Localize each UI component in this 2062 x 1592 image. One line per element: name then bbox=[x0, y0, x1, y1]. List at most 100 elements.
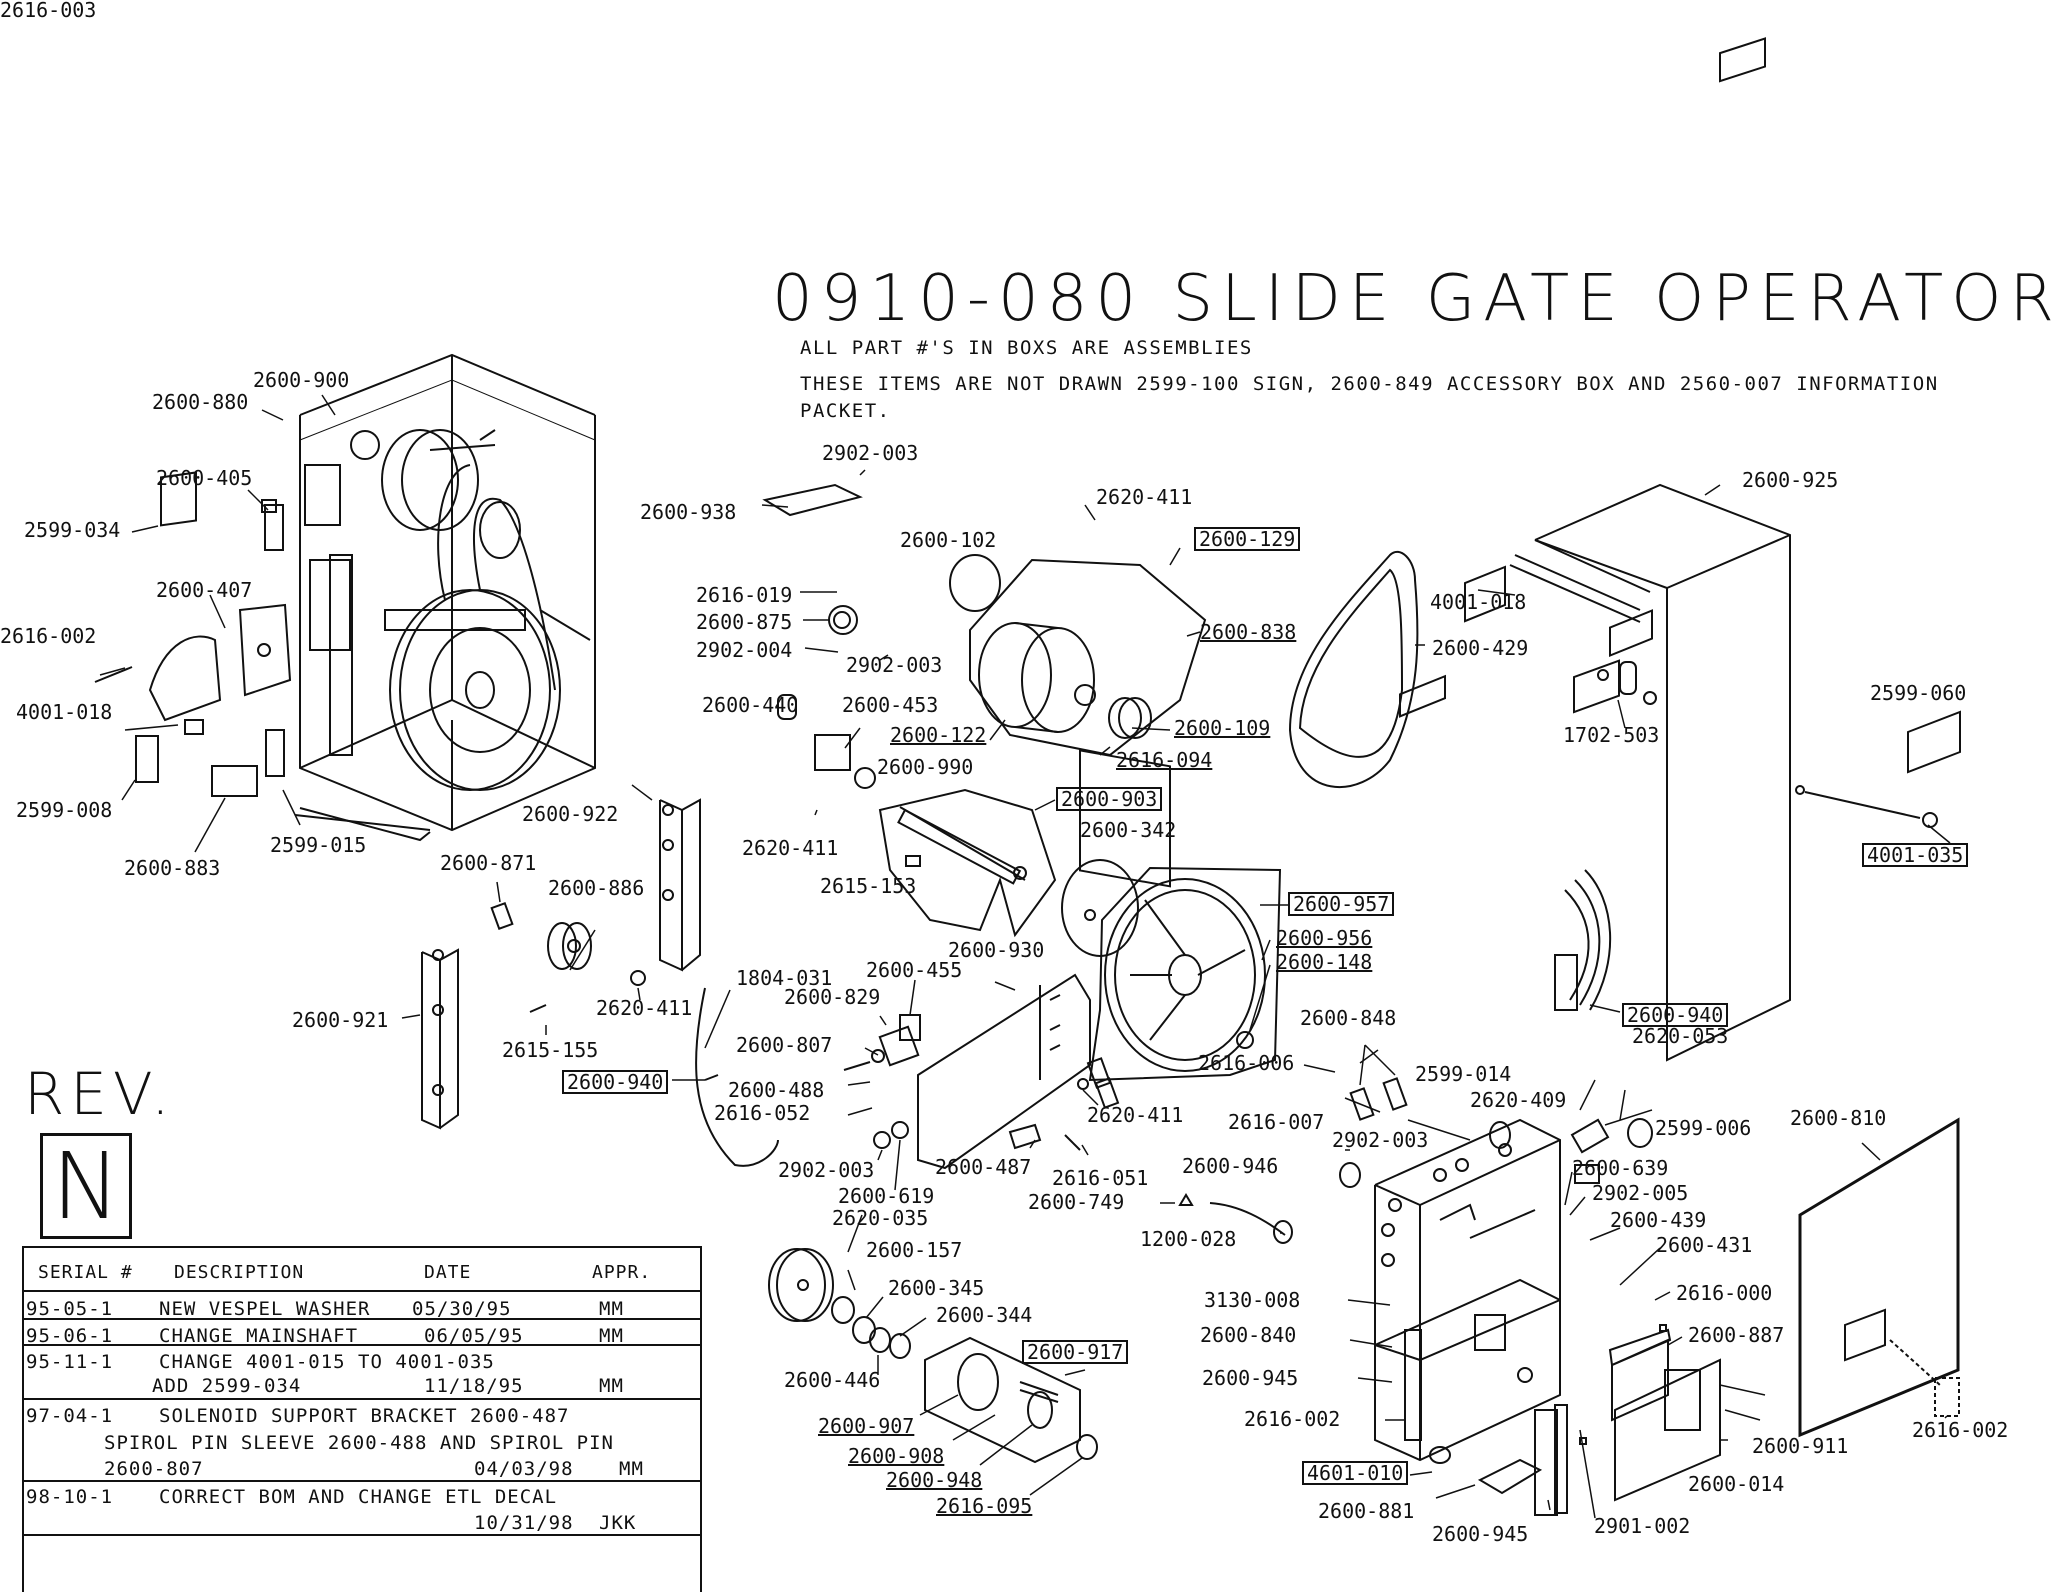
part-label: 2600-917 bbox=[1022, 1340, 1129, 1364]
part-label: 2599-060 bbox=[1870, 681, 1967, 705]
part-label: 2616-002 bbox=[0, 624, 97, 648]
part-label: 2902-003 bbox=[846, 653, 943, 677]
part-label: 2600-109 bbox=[1174, 716, 1271, 740]
part-label: 2600-881 bbox=[1318, 1499, 1415, 1523]
part-label: 2600-405 bbox=[156, 466, 253, 490]
part-label: 2600-875 bbox=[696, 610, 793, 634]
part-label: 2600-429 bbox=[1432, 636, 1529, 660]
part-label: 2620-411 bbox=[742, 836, 839, 860]
part-label: 2600-840 bbox=[1200, 1323, 1297, 1347]
note-not-drawn: THESE ITEMS ARE NOT DRAWN 2599-100 SIGN,… bbox=[800, 373, 1939, 395]
part-label: 4001-035 bbox=[1862, 843, 1969, 867]
part-label: 2599-014 bbox=[1415, 1062, 1512, 1086]
revision-cell-appr: MM bbox=[599, 1375, 624, 1397]
table-rule bbox=[24, 1480, 700, 1482]
table-rule bbox=[24, 1398, 700, 1400]
part-label: 2600-431 bbox=[1656, 1233, 1753, 1257]
part-label: 2616-002 bbox=[1244, 1407, 1341, 1431]
part-label: 4001-018 bbox=[1430, 590, 1527, 614]
revision-cell-description: CHANGE 4001-015 TO 4001-035 bbox=[159, 1351, 495, 1373]
part-label: 2901-002 bbox=[1594, 1514, 1691, 1538]
part-label: 2599-008 bbox=[16, 798, 113, 822]
part-label: 2616-051 bbox=[1052, 1166, 1149, 1190]
part-label: 2600-930 bbox=[948, 938, 1045, 962]
revision-cell-date: 05/30/95 bbox=[412, 1298, 512, 1320]
part-label: 2600-639 bbox=[1572, 1156, 1669, 1180]
part-label: 2600-957 bbox=[1288, 892, 1395, 916]
part-label: 2620-053 bbox=[1632, 1024, 1729, 1048]
part-label: 2600-907 bbox=[818, 1414, 915, 1438]
part-label: 2600-122 bbox=[890, 723, 987, 747]
part-label: 2600-871 bbox=[440, 851, 537, 875]
part-label: 1200-028 bbox=[1140, 1227, 1237, 1251]
part-label: 2600-487 bbox=[935, 1155, 1032, 1179]
part-label: 2600-407 bbox=[156, 578, 253, 602]
header-description: DESCRIPTION bbox=[174, 1262, 305, 1283]
left-small-parts bbox=[95, 472, 290, 796]
part-label: 2600-921 bbox=[292, 1008, 389, 1032]
part-label: 2600-940 bbox=[1622, 1003, 1729, 1027]
revision-cell-description: NEW VESPEL WASHER bbox=[159, 1298, 371, 1320]
part-label: 2600-903 bbox=[1056, 787, 1163, 811]
table-rule bbox=[24, 1318, 700, 1320]
revision-cell-description: SOLENOID SUPPORT BRACKET 2600-487 bbox=[159, 1405, 570, 1427]
revision-letter-box: N bbox=[40, 1133, 132, 1240]
part-label: 2600-880 bbox=[152, 390, 249, 414]
part-label: 2600-922 bbox=[522, 802, 619, 826]
part-label: 2600-911 bbox=[1752, 1434, 1849, 1458]
revision-cell-serial: 98-10-1 bbox=[26, 1486, 114, 1508]
revision-cell-appr: MM bbox=[599, 1298, 624, 1320]
part-label: 2620-411 bbox=[596, 996, 693, 1020]
part-label: 2600-883 bbox=[124, 856, 221, 880]
drawing-title: 0910-080 SLIDE GATE OPERATOR bbox=[772, 262, 2062, 336]
part-label: 2600-948 bbox=[886, 1468, 983, 1492]
revision-cell-appr: JKK bbox=[599, 1512, 637, 1534]
cover-panel bbox=[1800, 1120, 1959, 1435]
revision-cell-description: CORRECT BOM AND CHANGE ETL DECAL bbox=[159, 1486, 558, 1508]
part-label: 2616-052 bbox=[714, 1101, 811, 1125]
part-label: 2902-005 bbox=[1592, 1181, 1689, 1205]
part-label: 2615-153 bbox=[820, 874, 917, 898]
part-label: 2616-007 bbox=[1228, 1110, 1325, 1134]
part-label: 2600-440 bbox=[702, 693, 799, 717]
motor-sub-assembly bbox=[765, 485, 1205, 886]
part-label: 2616-003 bbox=[0, 0, 97, 22]
part-label: 2599-034 bbox=[24, 518, 121, 542]
part-label: 2620-409 bbox=[1470, 1088, 1567, 1112]
revision-cell-description: ADD 2599-034 bbox=[152, 1375, 302, 1397]
belt-and-housing bbox=[1290, 39, 1960, 1060]
part-label: 2600-886 bbox=[548, 876, 645, 900]
revision-cell-description: CHANGE MAINSHAFT bbox=[159, 1325, 359, 1347]
part-label: 2600-749 bbox=[1028, 1190, 1125, 1214]
part-label: 2600-945 bbox=[1202, 1366, 1299, 1390]
part-label: 2902-003 bbox=[778, 1158, 875, 1182]
part-label: 2600-446 bbox=[784, 1368, 881, 1392]
part-label: 2902-004 bbox=[696, 638, 793, 662]
part-label: 2600-453 bbox=[842, 693, 939, 717]
revision-cell-serial: 97-04-1 bbox=[26, 1405, 114, 1427]
part-label: 2600-619 bbox=[838, 1184, 935, 1208]
revision-cell-description: SPIROL PIN SLEEVE 2600-488 AND SPIROL PI… bbox=[104, 1432, 614, 1454]
revision-cell-appr: MM bbox=[619, 1458, 644, 1480]
part-label: 2620-035 bbox=[832, 1206, 929, 1230]
table-rule bbox=[24, 1344, 700, 1346]
note-assemblies: ALL PART #'S IN BOXS ARE ASSEMBLIES bbox=[800, 337, 1253, 359]
part-label: 2600-014 bbox=[1688, 1472, 1785, 1496]
revision-label: REV. bbox=[24, 1060, 176, 1128]
part-label: 2616-095 bbox=[936, 1494, 1033, 1518]
control-box-assembly bbox=[1088, 567, 1720, 1515]
part-label: 2600-342 bbox=[1080, 818, 1177, 842]
part-label: 2600-946 bbox=[1182, 1154, 1279, 1178]
revision-cell-description: 2600-807 bbox=[104, 1458, 204, 1480]
header-serial: SERIAL # bbox=[38, 1262, 133, 1283]
part-label: 2600-887 bbox=[1688, 1323, 1785, 1347]
part-label: 2599-015 bbox=[270, 833, 367, 857]
revision-cell-date: 06/05/95 bbox=[424, 1325, 524, 1347]
part-label: 2600-925 bbox=[1742, 468, 1839, 492]
leader-lines bbox=[100, 395, 1950, 1518]
part-label: 2600-908 bbox=[848, 1444, 945, 1468]
part-label: 2902-003 bbox=[822, 441, 919, 465]
part-label: 2600-157 bbox=[866, 1238, 963, 1262]
